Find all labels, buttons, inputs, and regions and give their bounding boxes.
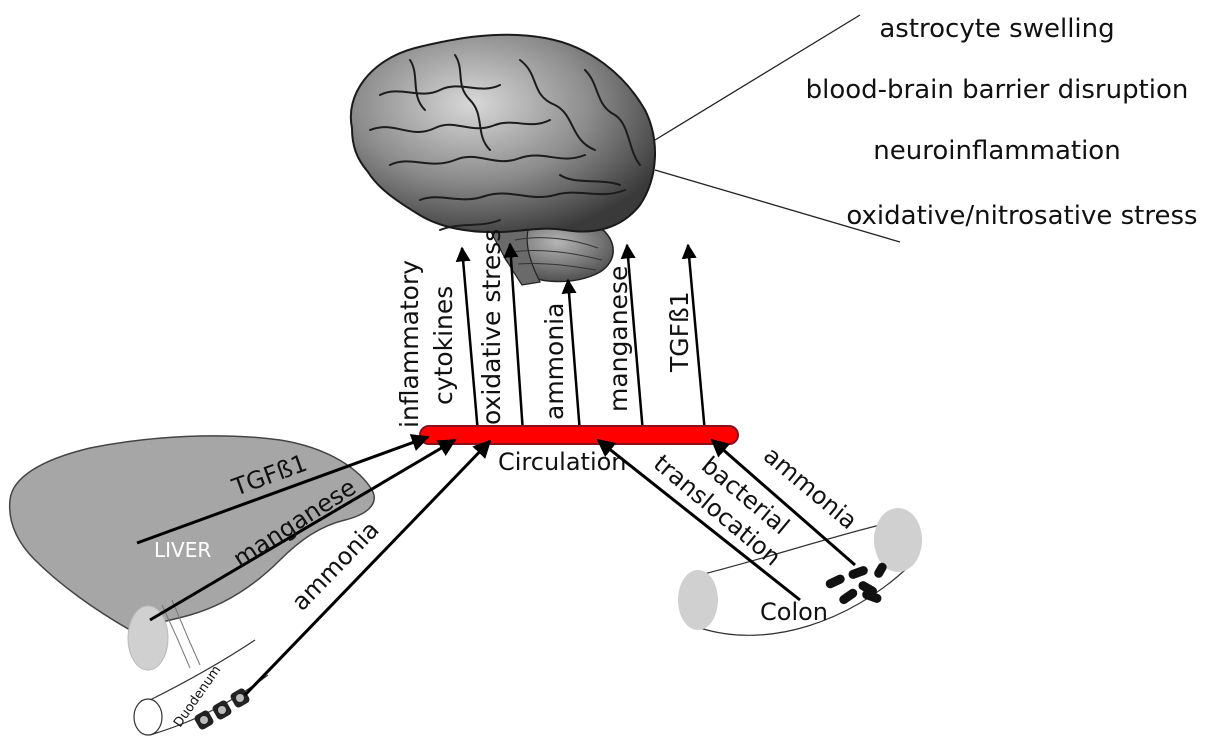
cerebrum (351, 35, 655, 232)
label-ammonia-vertical: ammonia (540, 303, 569, 420)
label-inflammatory: inflammatory (395, 260, 424, 428)
effect-oxidative-stress: oxidative/nitrosative stress (846, 201, 1197, 231)
effect-bbb-disruption: blood-brain barrier disruption (806, 75, 1189, 105)
effect-astrocyte-swelling: astrocyte swelling (879, 14, 1114, 44)
arrow-cytokines (462, 248, 478, 433)
arrow-ammonia-brain (568, 280, 580, 433)
label-cytokines: cytokines (429, 286, 458, 405)
label-oxidative-stress: oxidative stress (477, 229, 506, 425)
colon-label: Colon (760, 598, 828, 626)
label-manganese-vertical: manganese (604, 266, 633, 412)
colon-end-right (874, 508, 922, 572)
label-tgf-vertical: TGFß1 (665, 291, 694, 373)
colon: Colon (678, 508, 922, 635)
circulation-label: Circulation (498, 448, 627, 476)
liver-label: LIVER (154, 538, 211, 562)
circulation-vessel (420, 426, 738, 444)
colon-end-left (678, 570, 718, 630)
effect-neuroinflammation: neuroinflammation (873, 136, 1120, 166)
colon-bacteria (824, 561, 888, 606)
gallbladder (128, 606, 168, 670)
